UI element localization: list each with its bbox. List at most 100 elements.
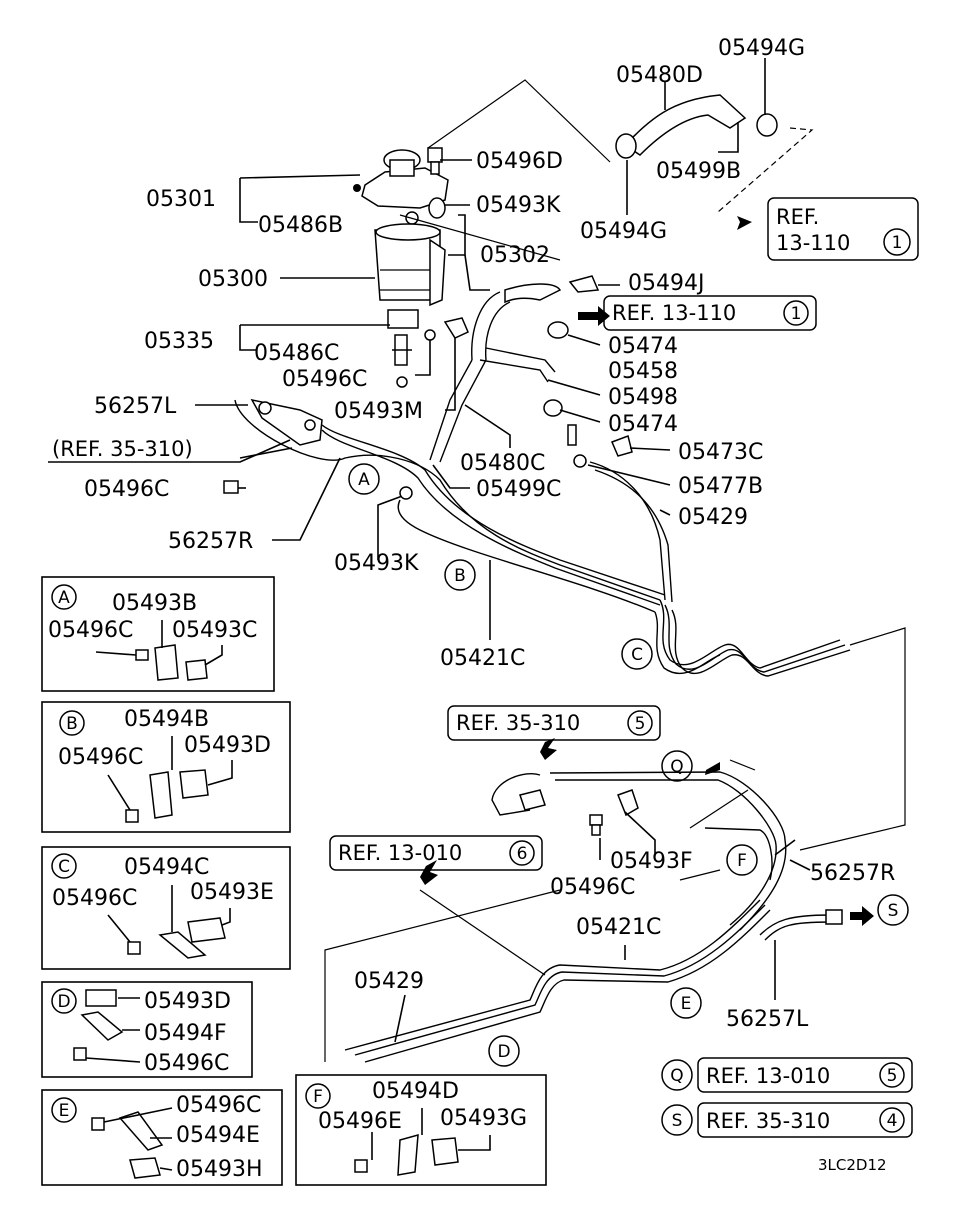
callout-A-circle: [348, 463, 380, 495]
fuel-filter-assembly: [353, 147, 469, 388]
callout-F-circle: [726, 844, 758, 876]
part-05421C-top: 05421C: [440, 646, 525, 671]
part-05486C: 05486C: [254, 341, 339, 366]
callout-S: S: [888, 901, 899, 921]
ref-13-010-6: REF. 13-010: [338, 841, 462, 865]
callout-F: F: [737, 851, 747, 871]
callout-C-circle: [621, 638, 653, 670]
part-05421C-bottom: 05421C: [576, 915, 661, 940]
part-labels: 05494G 05480D 05496D 05499B 05301 05493K…: [84, 36, 895, 1032]
detail-C-05493E: 05493E: [190, 880, 274, 905]
ref-13-110-a-num: 1: [892, 233, 903, 253]
detail-F-05493G: 05493G: [440, 1106, 527, 1131]
fuel-lines-main: [195, 398, 906, 851]
callout-E: E: [681, 994, 692, 1014]
callout-B: B: [454, 566, 466, 586]
detail-box-B: B 05494B 05496C 05493D: [41, 701, 291, 833]
detail-E-letter: E: [59, 1101, 70, 1121]
part-05496C-a: 05496C: [282, 367, 367, 392]
leader-lines-top: [239, 79, 611, 411]
callout-C: C: [631, 645, 643, 665]
part-05494J: 05494J: [628, 271, 704, 296]
ref-13-110-a-line2: 13-110: [776, 231, 850, 255]
ref-13-110-a-line1: REF.: [776, 205, 819, 229]
part-05301: 05301: [146, 187, 216, 212]
part-05493F: 05493F: [610, 849, 693, 874]
ref-13-110-b-num: 1: [791, 304, 802, 324]
callout-S2-circle: [661, 1104, 693, 1136]
callout-S2: S: [672, 1111, 683, 1131]
detail-C-letter: C: [58, 857, 70, 877]
part-56257L-top: 56257L: [94, 394, 177, 419]
detail-D-05494F: 05494F: [144, 1021, 227, 1046]
part-05477B: 05477B: [678, 474, 763, 499]
detail-box-F: F 05494D 05496E 05493G: [295, 1074, 547, 1186]
detail-A-letter: A: [58, 588, 70, 608]
ref-13-110-b: REF. 13-110: [612, 301, 736, 325]
part-05499C: 05499C: [476, 477, 561, 502]
part-05480C: 05480C: [460, 451, 545, 476]
part-05493K-mid: 05493K: [334, 551, 419, 576]
detail-F-05496E: 05496E: [318, 1109, 402, 1134]
part-05474-b: 05474: [608, 412, 678, 437]
part-56257L-bottom: 56257L: [726, 1007, 809, 1032]
detail-B-05494B: 05494B: [124, 707, 209, 732]
part-05458: 05458: [608, 359, 678, 384]
callout-B-circle: [444, 559, 476, 591]
detail-D-05493D: 05493D: [144, 989, 231, 1014]
callout-Q2-circle: [661, 1059, 693, 1091]
callout-Q-circle: [661, 750, 693, 782]
detail-B-05493D: 05493D: [184, 733, 271, 758]
hose-05480D: [615, 58, 814, 230]
detail-C-05496C: 05496C: [52, 886, 137, 911]
part-56257R-bottom: 56257R: [810, 861, 895, 886]
detail-A-05493B: 05493B: [112, 591, 197, 616]
detail-C-05494C: 05494C: [124, 855, 209, 880]
part-05496C-b: 05496C: [84, 477, 169, 502]
part-05480D: 05480D: [616, 63, 703, 88]
detail-E-05493H: 05493H: [176, 1157, 263, 1182]
callout-A: A: [358, 470, 370, 490]
part-05493K-top: 05493K: [476, 193, 561, 218]
detail-B-letter: B: [66, 714, 78, 734]
part-05496D: 05496D: [476, 149, 563, 174]
callout-S-circle: [877, 894, 909, 926]
callout-Q2: Q: [670, 1066, 683, 1086]
callout-Q: Q: [670, 757, 683, 777]
detail-F-05494D: 05494D: [372, 1079, 459, 1104]
callout-D-circle: [488, 1035, 520, 1067]
part-05493M: 05493M: [334, 399, 423, 424]
detail-A-05496C: 05496C: [48, 618, 133, 643]
part-05473C: 05473C: [678, 440, 763, 465]
ref-35-310-4-num: 4: [887, 1111, 898, 1131]
detail-A-05493C: 05493C: [172, 618, 257, 643]
part-05494G-top: 05494G: [718, 36, 805, 61]
drawing-code: 3LC2D12: [818, 1156, 887, 1174]
detail-box-A: A 05493B 05496C 05493C: [41, 576, 275, 692]
part-05429-bottom: 05429: [354, 969, 424, 994]
part-05496C-c: 05496C: [550, 875, 635, 900]
detail-B-05496C: 05496C: [58, 745, 143, 770]
part-05474-a: 05474: [608, 334, 678, 359]
ref-35-310-5-num: 5: [635, 714, 646, 734]
reference-boxes: REF. 13-110 1 REF. 13-110 1 (REF. 35-310…: [48, 197, 919, 1138]
part-05498: 05498: [608, 385, 678, 410]
ref-13-010-5-num: 5: [887, 1066, 898, 1086]
ref-35-310-4: REF. 35-310: [706, 1109, 830, 1133]
detail-box-E: E 05496C 05494E 05493H: [41, 1089, 283, 1186]
detail-D-05496C: 05496C: [144, 1051, 229, 1076]
hose-group-mid: [429, 275, 671, 489]
part-05335: 05335: [144, 329, 214, 354]
detail-F-letter: F: [313, 1087, 323, 1107]
ref-35-310-a: (REF. 35-310): [52, 437, 193, 461]
callout-E-circle: [670, 987, 702, 1019]
detail-E-05494E: 05494E: [176, 1123, 260, 1148]
part-05300: 05300: [198, 267, 268, 292]
part-05429-top: 05429: [678, 505, 748, 530]
fuel-lines-lower: [324, 738, 874, 1063]
part-05302: 05302: [480, 243, 550, 268]
ref-35-310-5: REF. 35-310: [456, 711, 580, 735]
detail-D-letter: D: [57, 992, 70, 1012]
ref-13-010-6-num: 6: [517, 844, 528, 864]
